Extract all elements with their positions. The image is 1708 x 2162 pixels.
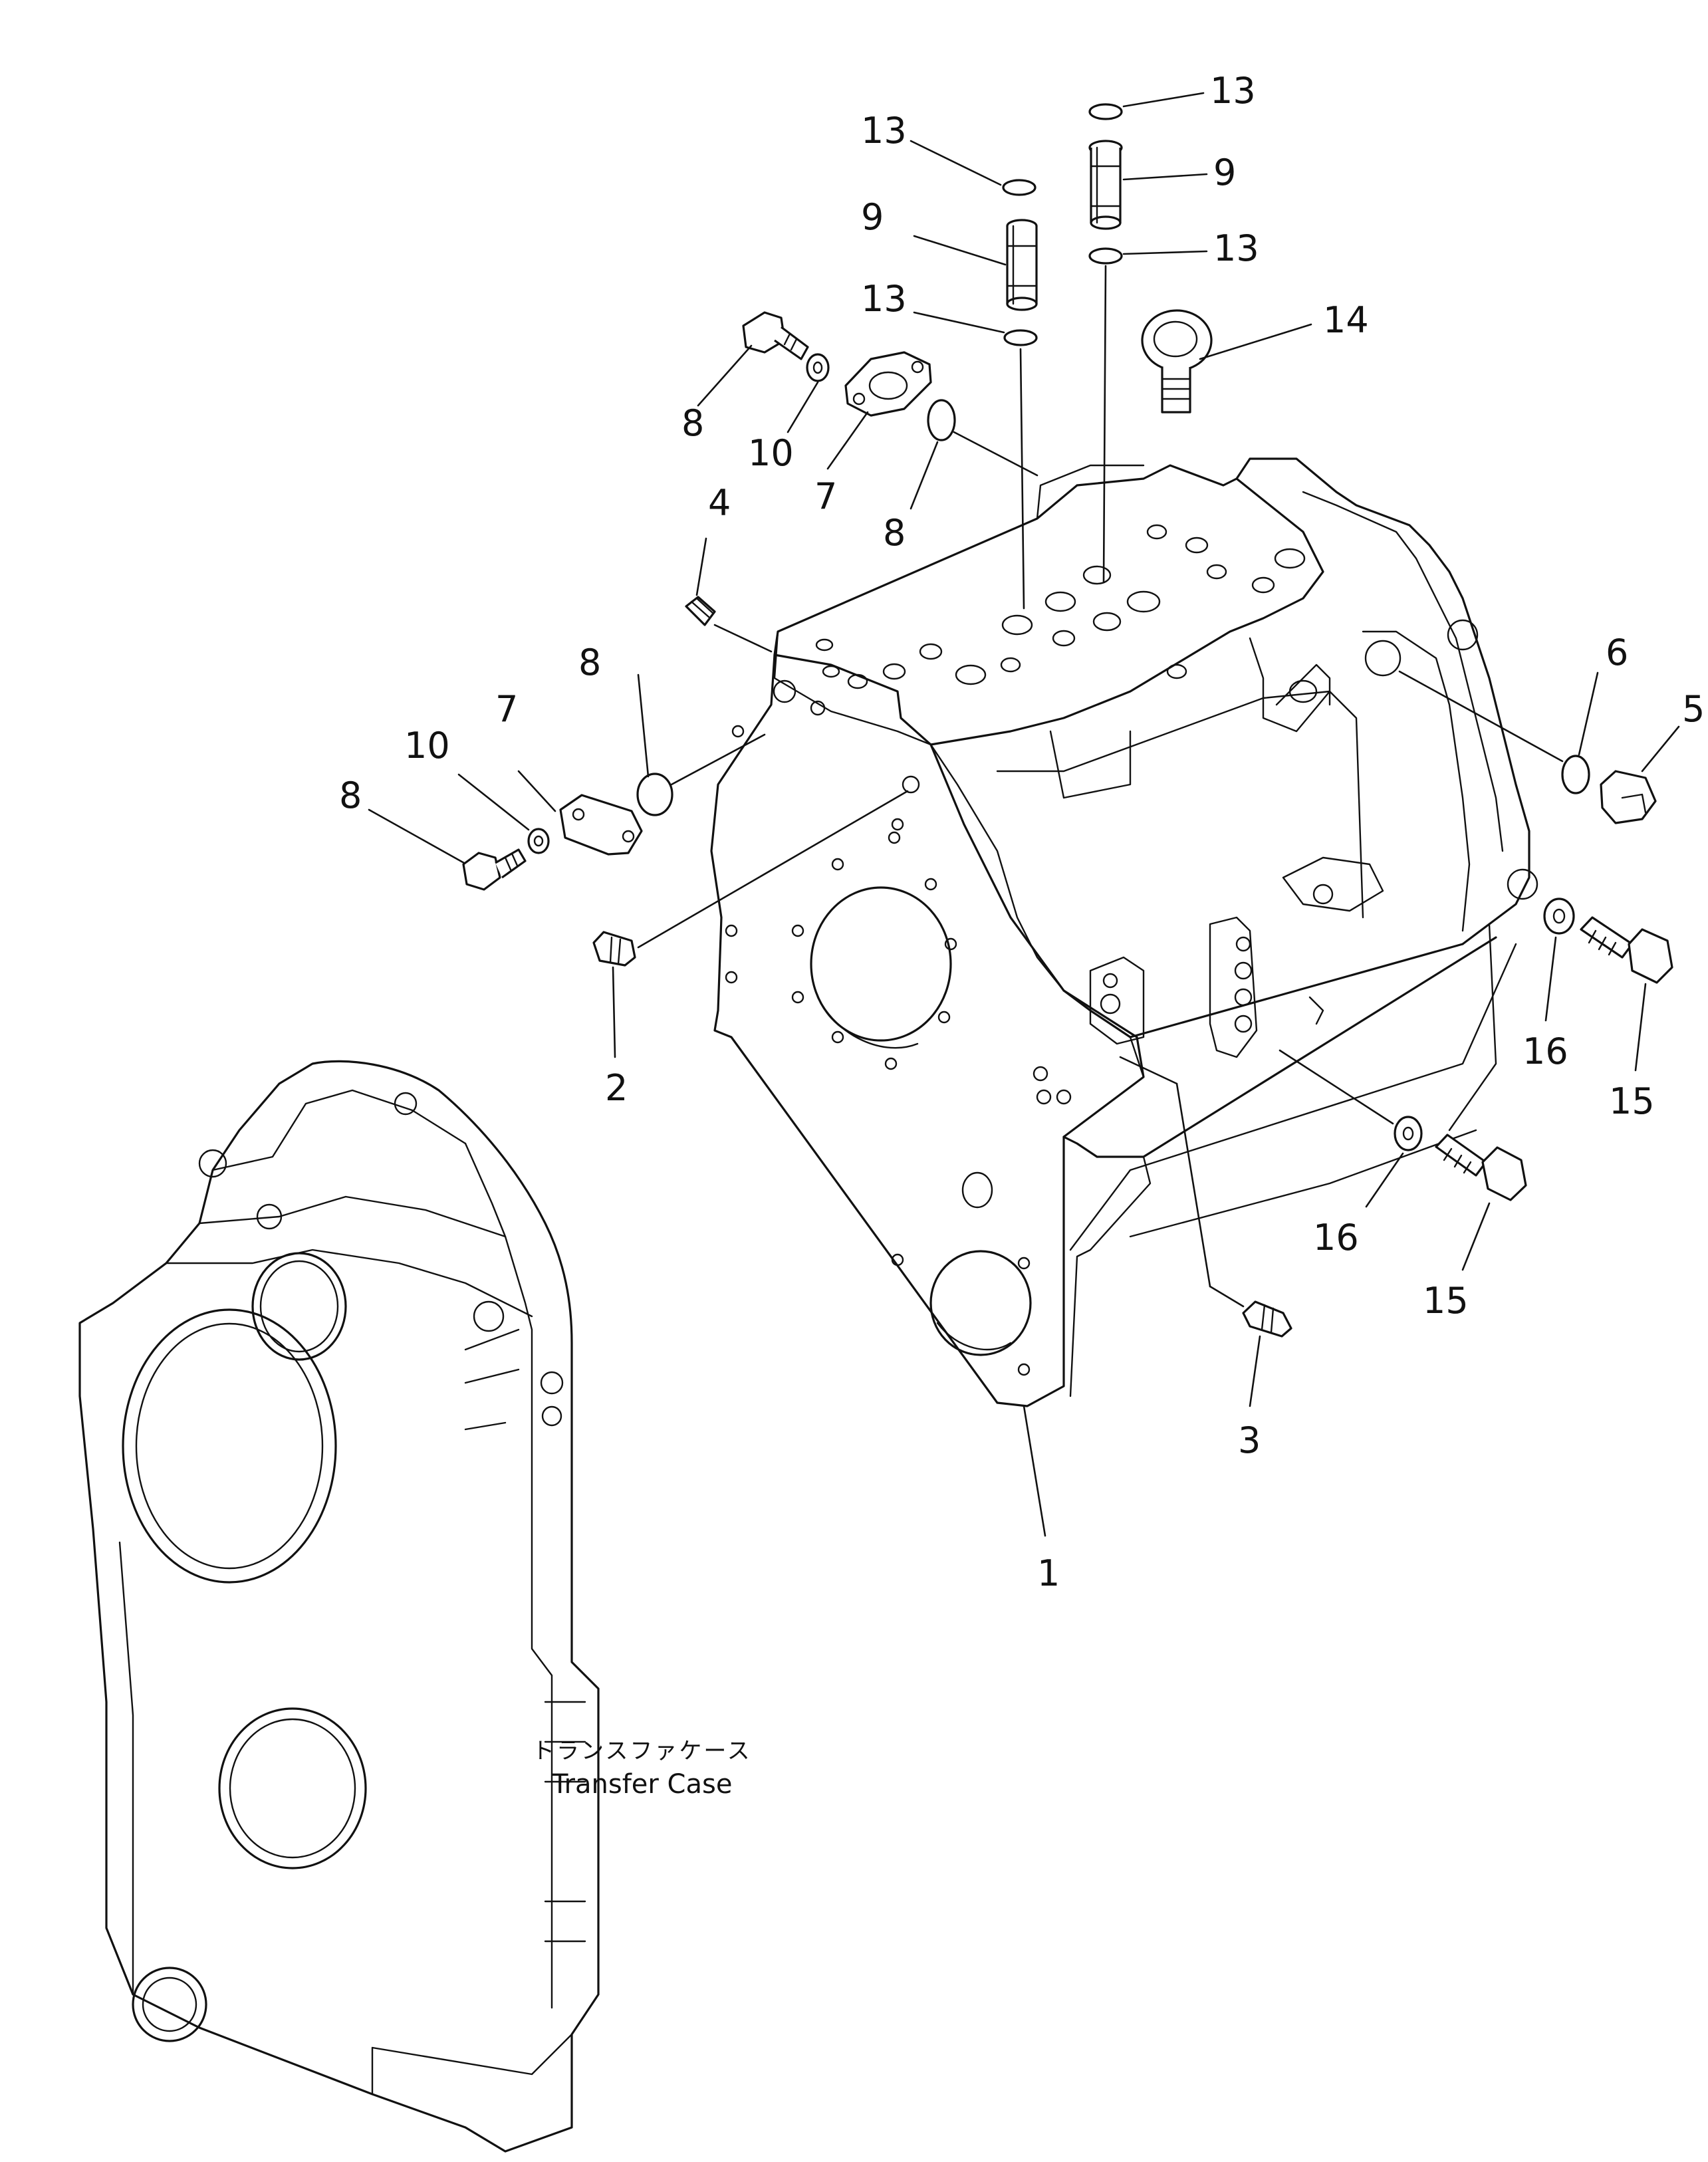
o-ring-8-upper [927,399,956,441]
plug-5 [1600,770,1657,824]
bolt-9-lower [462,848,527,891]
plug-2 [592,931,636,967]
callout-13: 13 [1213,227,1259,269]
washer-16-upper [1543,898,1575,935]
bolt-15-upper [1580,916,1673,984]
callout-7: 7 [495,688,518,730]
plug-3 [1242,1300,1292,1338]
eye-bolt-14 [1141,309,1213,414]
callout-13: 13 [861,278,907,320]
callout-1: 1 [1037,1552,1060,1594]
callout-14: 14 [1323,299,1369,341]
callout-2: 2 [605,1067,628,1109]
callout-8: 8 [883,512,906,554]
tube-11 [1088,140,1123,230]
o-ring-13-left-lower [1003,329,1038,346]
leader-lines [368,92,1680,1537]
callout-11: 9 [1213,152,1236,193]
bolt-15-lower [1435,1134,1527,1201]
o-ring-13-top-right [1088,103,1123,120]
callout-15: 15 [1609,1080,1655,1122]
callout-12: 9 [861,196,884,238]
transfer-case-label-en: Transfer Case [551,1769,732,1800]
callout-6: 6 [1606,632,1628,673]
front-flange-holes [725,679,1072,1376]
callout-5: 5 [1682,688,1705,730]
callout-9: 8 [681,402,704,444]
o-ring-13-right-lower [1088,247,1123,265]
washer-10-upper [806,353,830,382]
callout-9: 8 [339,775,362,816]
callout-13: 13 [861,110,907,152]
plug-4 [685,596,716,626]
callout-16: 16 [1313,1217,1359,1259]
transmission-case [710,457,1538,1407]
callout-10: 10 [748,432,794,474]
o-ring-13-left-upper [1002,179,1037,196]
callout-16: 16 [1523,1030,1568,1072]
flange-7-lower [559,794,643,856]
o-ring-8-lower [636,773,673,816]
callout-15: 15 [1423,1280,1469,1322]
washer-16-lower [1394,1116,1423,1151]
callout-13: 13 [1210,70,1256,112]
flange-7-upper [844,351,932,417]
callout-8: 8 [578,642,601,683]
transfer-case-outline [78,1060,600,2153]
top-plate-holes [815,524,1306,689]
callout-7: 7 [814,475,837,517]
transfer-case-label-jp: トランスファケース [532,1738,752,1764]
callout-labels: 13 9 13 14 13 9 13 8 10 7 8 4 8 7 10 8 2… [339,70,1705,1594]
tube-12 [1006,219,1038,311]
callout-10: 10 [404,725,450,767]
transfer-case-caption: トランスファケース Transfer Case [532,1738,752,1800]
bolt-9-upper [742,311,809,360]
callout-4: 4 [708,482,731,524]
o-ring-6 [1561,755,1590,794]
washer-10-lower [527,828,550,854]
callout-3: 3 [1238,1419,1261,1461]
